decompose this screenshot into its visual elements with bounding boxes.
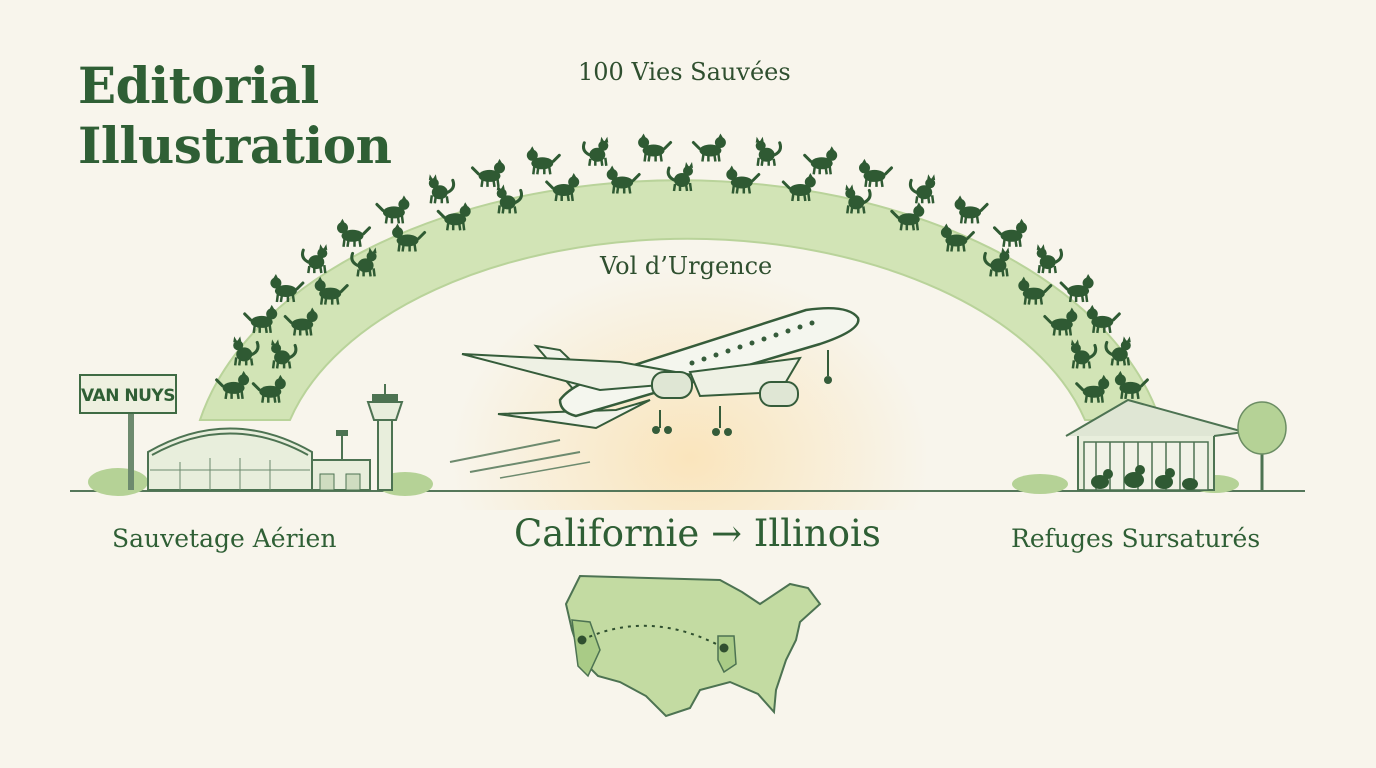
cat-silhouette-icon	[271, 339, 298, 369]
dog-silhouette-icon	[526, 146, 561, 175]
animal-arc-band	[198, 179, 1162, 421]
dog-silhouette-icon	[471, 158, 505, 188]
cat-silhouette-icon	[1070, 339, 1098, 369]
route-label: Californie → Illinois	[514, 512, 881, 555]
cat-silhouette-icon	[581, 136, 609, 166]
cat-silhouette-icon	[1036, 244, 1064, 274]
dog-silhouette-icon	[1018, 276, 1053, 305]
shelter-caption: Refuges Sursaturés	[1011, 524, 1261, 553]
dog-silhouette-icon	[392, 223, 427, 252]
page-title: Editorial Illustration	[78, 56, 392, 176]
dog-silhouette-icon	[1075, 374, 1110, 403]
cat-silhouette-icon	[300, 244, 328, 274]
dog-silhouette-icon	[993, 218, 1027, 247]
page-title-line1: Editorial	[78, 56, 319, 115]
cat-silhouette-icon	[350, 247, 377, 277]
arc-label: 100 Vies Sauvées	[578, 58, 791, 86]
control-tower-icon	[366, 384, 404, 491]
dog-silhouette-icon	[638, 133, 673, 162]
dog-silhouette-icon	[1043, 307, 1078, 336]
dog-silhouette-icon	[251, 374, 286, 403]
dog-silhouette-icon	[243, 304, 278, 334]
dog-silhouette-icon	[1114, 370, 1149, 400]
cat-silhouette-icon	[1104, 336, 1131, 366]
dog-silhouette-icon	[606, 165, 641, 194]
animal-silhouettes	[215, 133, 1149, 403]
cat-silhouette-icon	[428, 174, 456, 204]
dog-silhouette-icon	[954, 195, 989, 224]
cat-silhouette-icon	[983, 247, 1010, 277]
us-map-icon	[564, 574, 822, 718]
shelter-icon	[1065, 398, 1245, 491]
dog-silhouette-icon	[337, 218, 371, 247]
dog-silhouette-icon	[803, 146, 838, 175]
dog-silhouette-icon	[691, 133, 726, 162]
dog-silhouette-icon	[283, 307, 318, 336]
dog-silhouette-icon	[940, 223, 975, 252]
cat-silhouette-icon	[908, 174, 936, 204]
dog-silhouette-icon	[726, 165, 761, 194]
dog-silhouette-icon	[1059, 274, 1094, 303]
dog-silhouette-icon	[436, 202, 471, 231]
dog-silhouette-icon	[270, 274, 305, 303]
airport-caption: Sauvetage Aérien	[112, 524, 337, 553]
dog-silhouette-icon	[781, 173, 816, 202]
cat-silhouette-icon	[666, 162, 693, 192]
flight-label: Vol d’Urgence	[600, 252, 773, 280]
dog-silhouette-icon	[314, 276, 349, 305]
dog-silhouette-icon	[890, 202, 925, 231]
cat-silhouette-icon	[233, 336, 260, 366]
cat-silhouette-icon	[496, 184, 524, 214]
dog-silhouette-icon	[1086, 304, 1121, 334]
hangar-icon	[147, 427, 313, 491]
shelter-group	[1012, 398, 1287, 494]
cat-silhouette-icon	[845, 184, 872, 214]
van-nuys-sign: VAN NUYS	[79, 374, 177, 414]
dog-silhouette-icon	[545, 173, 580, 202]
cat-silhouette-icon	[755, 136, 783, 166]
dog-silhouette-icon	[215, 370, 250, 400]
dog-silhouette-icon	[375, 195, 410, 224]
airport-group	[88, 384, 433, 496]
dog-silhouette-icon	[859, 158, 893, 188]
airplane-icon	[449, 307, 860, 479]
page-title-line2: Illustration	[78, 116, 392, 175]
tree-icon	[1237, 401, 1287, 490]
